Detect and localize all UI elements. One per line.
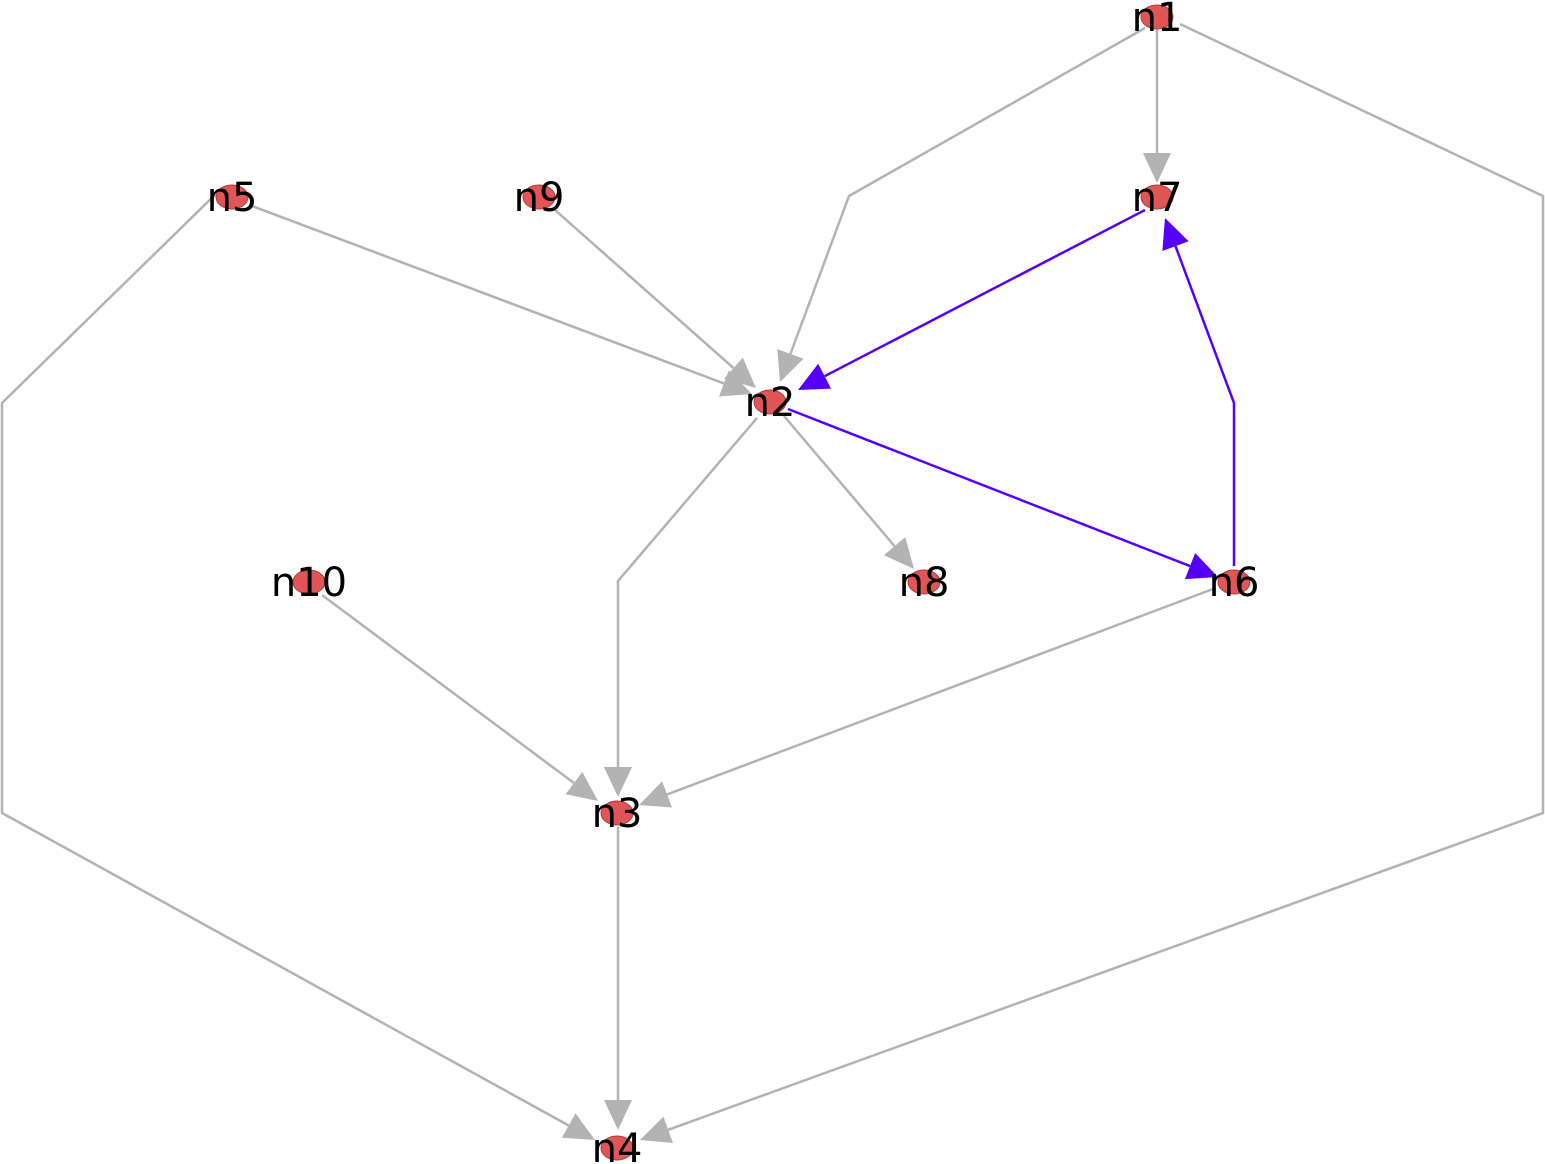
edge-n1-n4 <box>640 22 1545 1143</box>
edge-n6-n3 <box>639 587 1214 808</box>
node-dot-icon[interactable] <box>522 184 556 210</box>
arrowhead-icon <box>724 357 756 388</box>
edge-line <box>1174 245 1236 566</box>
node-dot-icon[interactable] <box>1140 184 1174 210</box>
edge-n2-n6 <box>787 407 1218 580</box>
arrowhead-icon <box>565 771 598 801</box>
nodes-layer: n1 n2 n3 n4 n5 n6 n7 n8 n9 n10 <box>207 0 1260 1164</box>
edge-n1-n7 <box>1143 17 1171 183</box>
node-n9[interactable]: n9 <box>514 175 565 221</box>
node-label: n6 <box>1209 560 1260 606</box>
node-n10[interactable]: n10 <box>271 560 347 606</box>
node-dot-icon[interactable] <box>753 389 787 415</box>
node-n3[interactable]: n3 <box>592 791 643 837</box>
arrowhead-icon <box>604 1100 632 1130</box>
node-n1[interactable]: n1 <box>1132 0 1183 41</box>
node-n2[interactable]: n2 <box>745 380 796 426</box>
arrowhead-icon <box>1162 218 1189 252</box>
node-dot-icon[interactable] <box>1217 569 1251 595</box>
arrowhead-icon <box>1184 553 1218 580</box>
arrowhead-icon <box>1143 153 1171 183</box>
node-dot-icon[interactable] <box>600 1135 634 1161</box>
edge-line <box>824 208 1146 378</box>
node-n6[interactable]: n6 <box>1209 560 1260 606</box>
edge-n6-n7 <box>1162 218 1236 566</box>
node-dot-icon[interactable] <box>215 184 249 210</box>
node-label: n10 <box>271 560 347 606</box>
edge-line <box>666 587 1214 796</box>
arrowhead-icon <box>798 363 832 390</box>
arrowhead-icon <box>777 349 804 382</box>
edge-n5-n4 <box>0 187 595 1140</box>
node-dot-icon[interactable] <box>292 569 326 595</box>
edge-line <box>251 204 725 385</box>
node-n4[interactable]: n4 <box>592 1126 643 1164</box>
edge-line <box>616 417 758 767</box>
node-label: n8 <box>899 560 950 606</box>
edges-layer <box>0 17 1545 1143</box>
node-label: n9 <box>514 175 565 221</box>
edge-n5-n2 <box>251 204 752 397</box>
node-label: n4 <box>592 1126 643 1164</box>
node-label: n5 <box>207 175 258 221</box>
arrowhead-icon <box>561 1113 595 1140</box>
node-dot-icon[interactable] <box>1140 4 1174 30</box>
edge-n9-n2 <box>554 209 756 388</box>
arrowhead-icon <box>604 767 632 797</box>
arrowhead-icon <box>640 1116 673 1143</box>
edge-n10-n3 <box>321 593 598 801</box>
edge-line <box>667 22 1545 1131</box>
node-label: n7 <box>1132 175 1183 221</box>
node-dot-icon[interactable] <box>600 800 634 826</box>
node-label: n3 <box>592 791 643 837</box>
node-label: n2 <box>745 380 796 426</box>
node-n5[interactable]: n5 <box>207 175 258 221</box>
node-dot-icon[interactable] <box>907 569 941 595</box>
edge-line <box>0 187 570 1127</box>
edge-line <box>789 26 1146 355</box>
node-label: n1 <box>1132 0 1183 41</box>
edge-n2-n8 <box>783 415 914 569</box>
node-n7[interactable]: n7 <box>1132 175 1183 221</box>
edge-line <box>321 593 575 785</box>
edge-line <box>787 407 1191 568</box>
arrowhead-icon <box>883 537 914 569</box>
edge-line <box>783 415 896 547</box>
edge-n3-n4 <box>604 827 632 1130</box>
edge-line <box>554 209 735 370</box>
arrowhead-icon <box>639 781 673 808</box>
node-n8[interactable]: n8 <box>899 560 950 606</box>
edge-n7-n2 <box>798 208 1146 390</box>
edge-n1-n2 <box>777 26 1146 382</box>
edge-n2-n3 <box>604 417 758 797</box>
